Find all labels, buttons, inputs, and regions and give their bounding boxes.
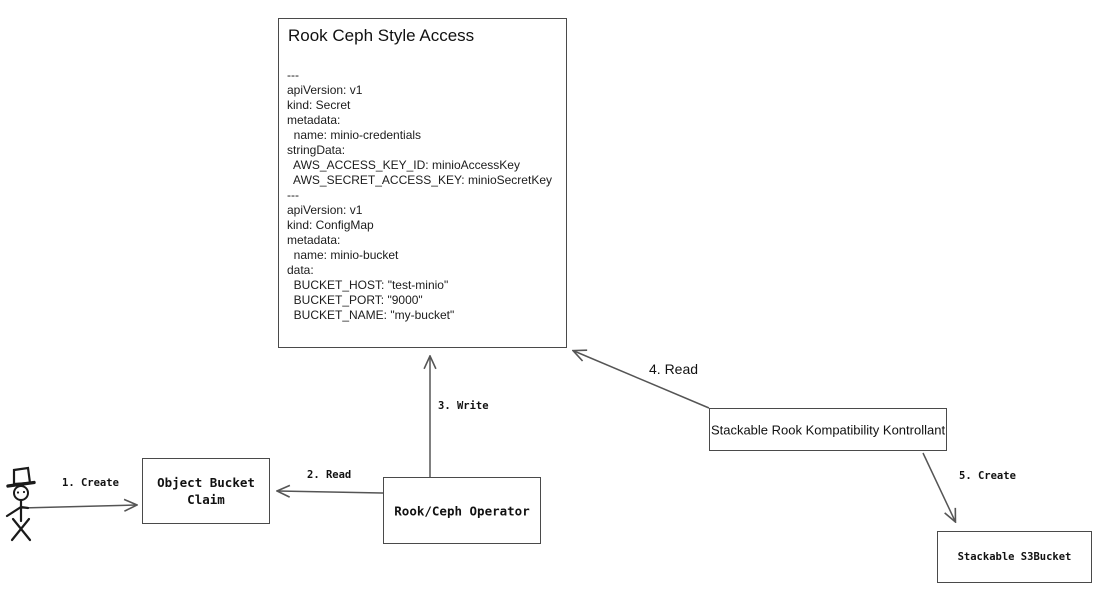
rook-ceph-operator-label: Rook/Ceph Operator [394,503,530,518]
node-stackable-s3bucket: Stackable S3Bucket [937,531,1092,583]
object-bucket-claim-label: Object Bucket Claim [157,475,255,507]
stick-figure-person-icon [5,466,36,542]
node-rook-ceph-style-access: Rook Ceph Style Access --- apiVersion: v… [278,18,567,348]
main-box-title: Rook Ceph Style Access [288,26,475,45]
edge-4-read-line [574,351,710,409]
edge-1-create-label: 1. Create [62,477,119,489]
node-rook-ceph-operator: Rook/Ceph Operator [383,477,541,544]
node-stackable-rook-kompatibility-kontrollant: Stackable Rook Kompatibility Kontrollant [709,408,947,451]
node-object-bucket-claim: Object Bucket Claim [142,458,270,524]
edge-2-read-line [278,491,384,493]
edge-5-create-line [922,452,955,521]
edge-4-read-label: 4. Read [649,361,699,377]
edge-2-read-label: 2. Read [307,469,352,481]
yaml-manifest-text: --- apiVersion: v1 kind: Secret metadata… [287,68,552,322]
edge-3-write-label: 3. Write [438,400,489,412]
stackable-s3bucket-label: Stackable S3Bucket [957,551,1072,563]
edge-1-create-line [20,505,136,508]
kontrollant-label: Stackable Rook Kompatibility Kontrollant [710,422,946,437]
edge-5-create-label: 5. Create [959,470,1016,482]
